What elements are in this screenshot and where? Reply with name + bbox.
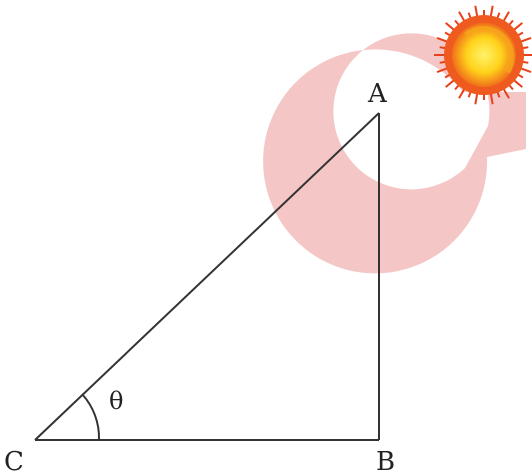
g-logo-watermark xyxy=(263,33,526,274)
vertex-label-c: C xyxy=(4,447,24,473)
angle-label-theta: θ xyxy=(109,387,123,415)
side-ca xyxy=(34,112,380,441)
angle-arc xyxy=(81,393,101,441)
sun-ray xyxy=(512,22,523,32)
sun-ray xyxy=(445,78,456,88)
vertex-label-b: B xyxy=(376,447,395,473)
sun-ray xyxy=(436,36,449,43)
sun-ray xyxy=(519,36,532,43)
vertex-label-a: A xyxy=(367,79,388,109)
sun-ray xyxy=(445,22,456,32)
sun-icon xyxy=(434,5,532,105)
sun-ray xyxy=(512,78,523,88)
